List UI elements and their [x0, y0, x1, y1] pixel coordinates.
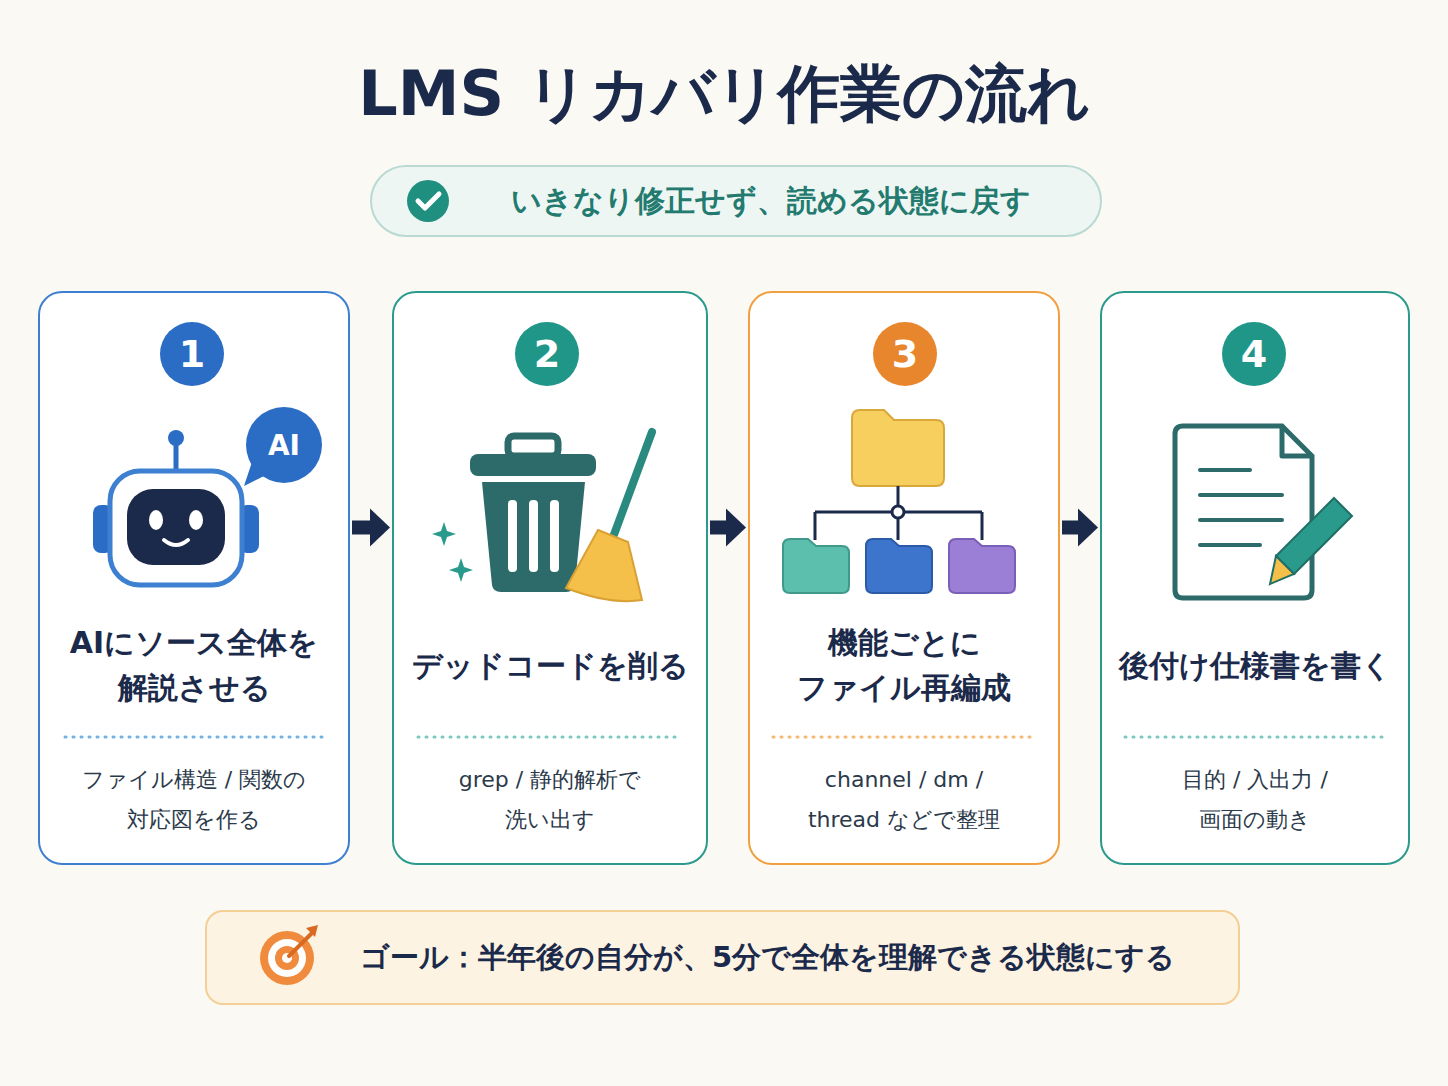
- callout-number: 1: [179, 332, 205, 376]
- tree-node: [892, 506, 904, 518]
- separator: [65, 736, 325, 739]
- trash-lid: [470, 454, 596, 476]
- bubble-tail: [244, 462, 268, 486]
- card-heading-area: 後付け仕様書を書く: [1102, 615, 1408, 715]
- folder-icon: [783, 539, 849, 593]
- speech-bubble: AI: [246, 407, 322, 483]
- robot-face: [127, 489, 225, 565]
- step-card: デッドコードを削る grep / 静的解析で 洗い出す 2: [392, 291, 708, 865]
- trash-handle: [508, 436, 558, 456]
- card-detail-area: grep / 静的解析で 洗い出す: [394, 755, 706, 845]
- step-number: 2: [515, 322, 579, 386]
- robot-antenna: [174, 440, 179, 472]
- tree-line: [815, 511, 982, 514]
- document-line: [1200, 493, 1282, 497]
- card-heading: デッドコードを削る: [400, 643, 700, 688]
- card-detail-area: 目的 / 入出力 / 画面の動き: [1102, 755, 1408, 845]
- target-arrow-fletch: [306, 925, 318, 937]
- flow-arrow: [1062, 508, 1098, 546]
- card-heading-area: デッドコードを削る: [394, 615, 706, 715]
- robot-smile: [164, 540, 188, 545]
- target-ring: [268, 939, 306, 977]
- trash-body: [482, 482, 585, 592]
- robot-ear: [93, 505, 113, 553]
- card-detail-area: channel / dm / thread などで整理: [750, 755, 1058, 845]
- arrow-shaft: [710, 520, 726, 534]
- card-detail: channel / dm / thread などで整理: [802, 760, 1007, 839]
- flow-arrow: [710, 508, 746, 546]
- tree-line: [897, 486, 900, 512]
- robot-ear: [239, 505, 259, 553]
- document-icon: [1175, 426, 1312, 598]
- robot-eye: [189, 510, 203, 530]
- tree-line: [897, 512, 900, 540]
- callout-number: 3: [892, 332, 918, 376]
- pencil-tip: [1270, 556, 1294, 584]
- goal-band: ゴール：半年後の自分が、5分で全体を理解できる状態にする: [205, 910, 1240, 1005]
- card-heading: 後付け仕様書を書く: [1105, 643, 1405, 688]
- separator: [418, 736, 682, 739]
- node-text: AI: [268, 429, 300, 462]
- sparkle: [432, 522, 456, 546]
- document-fold: [1282, 426, 1312, 456]
- step-card: 機能ごとに ファイル再編成 channel / dm / thread などで整理…: [748, 291, 1060, 865]
- folder-icon: [949, 539, 1015, 593]
- step-number: 3: [873, 322, 937, 386]
- step-card: 後付け仕様書を書く目的 / 入出力 / 画面の動き 4: [1100, 291, 1410, 865]
- node-text: ゴール：半年後の自分が、5分で全体を理解できる状態にする: [360, 938, 1175, 978]
- card-detail: ファイル構造 / 関数の 対応図を作る: [69, 760, 319, 839]
- trash-slot: [529, 500, 538, 572]
- separator: [1125, 736, 1385, 739]
- separator: [773, 736, 1035, 739]
- arrow-shaft: [352, 520, 370, 534]
- card-heading-area: AIにソース全体を 解説させる: [40, 615, 348, 715]
- target-ring: [260, 931, 314, 985]
- target-center: [282, 953, 292, 963]
- check-mark: [418, 194, 439, 208]
- tree-line: [814, 512, 817, 540]
- card-detail: 目的 / 入出力 / 画面の動き: [1153, 760, 1358, 839]
- card-detail-area: ファイル構造 / 関数の 対応図を作る: [40, 755, 348, 845]
- folder-icon: [866, 539, 932, 593]
- folder-icon: [852, 410, 944, 486]
- card-detail: grep / 静的解析で 洗い出す: [430, 760, 670, 839]
- check-icon: [407, 180, 449, 222]
- trash-slot: [550, 500, 559, 572]
- document-line: [1200, 468, 1250, 472]
- trash-slot: [508, 500, 517, 572]
- card-heading-area: 機能ごとに ファイル再編成: [750, 615, 1058, 715]
- flow-arrow: [352, 508, 390, 546]
- tree-line: [981, 512, 984, 540]
- target-arrow: [289, 933, 312, 956]
- callout-number: 4: [1241, 332, 1267, 376]
- target-ring: [275, 946, 299, 970]
- arrow-shaft: [1062, 520, 1078, 534]
- card-heading: 機能ごとに ファイル再編成: [774, 620, 1034, 710]
- document-line: [1200, 543, 1260, 547]
- subtitle-band: いきなり修正せず、読める状態に戻す: [370, 165, 1102, 237]
- step-number: 1: [160, 322, 224, 386]
- sparkle: [449, 558, 473, 582]
- arrow-head: [1078, 508, 1098, 546]
- robot-antenna-ball: [168, 430, 184, 446]
- diagram-title: LMS リカバリ作業の流れ: [0, 52, 1448, 136]
- broom-head: [566, 530, 642, 601]
- broom-handle: [612, 432, 652, 540]
- step-number: 4: [1222, 322, 1286, 386]
- document-line: [1200, 518, 1282, 522]
- callout-number: 2: [534, 332, 560, 376]
- node-text: いきなり修正せず、読める状態に戻す: [511, 181, 1031, 222]
- pencil-body: [1276, 498, 1352, 574]
- card-heading: AIにソース全体を 解説させる: [54, 620, 334, 710]
- robot-head: [110, 471, 242, 585]
- step-card: AIにソース全体を 解説させるファイル構造 / 関数の 対応図を作る 1AI: [38, 291, 350, 865]
- arrow-head: [726, 508, 746, 546]
- robot-eye: [149, 510, 163, 530]
- arrow-head: [370, 508, 390, 546]
